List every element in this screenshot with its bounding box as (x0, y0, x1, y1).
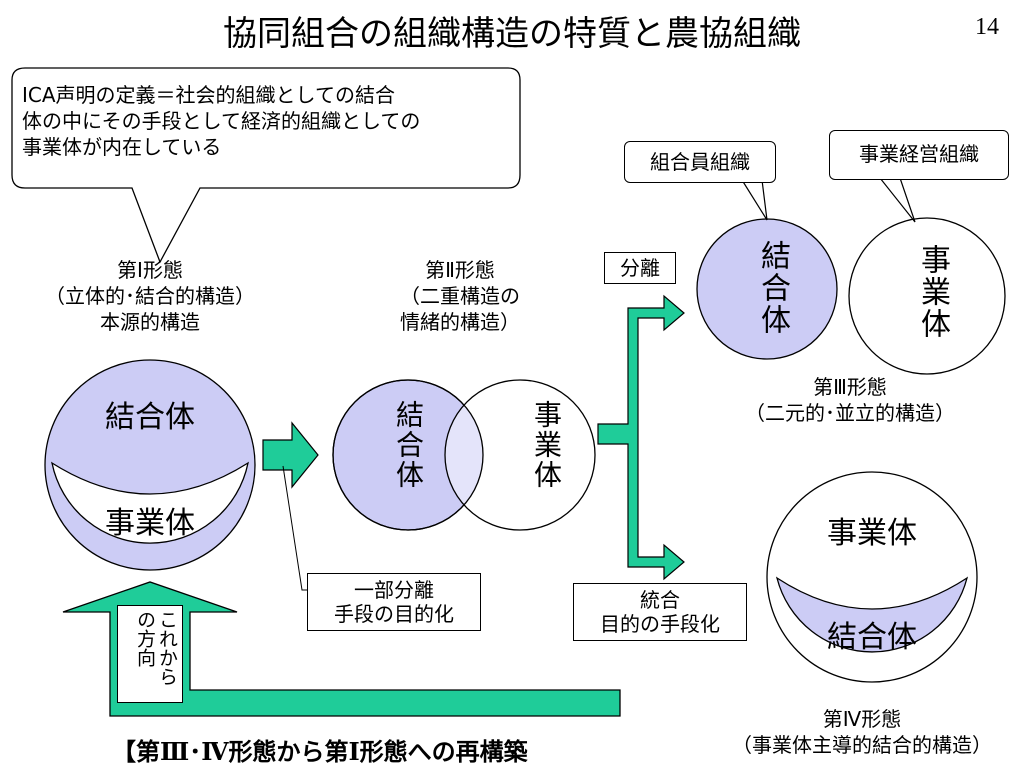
partial-separation-line2: 手段の目的化 (334, 602, 454, 626)
form4-heading: 第Ⅳ形態 （事業体主導的結合的構造） (700, 706, 1024, 758)
partial-separation-box: 一部分離 手段の目的化 (307, 573, 481, 631)
bottom-note: 【第Ⅲ･Ⅳ形態から第Ⅰ形態への再構築 (112, 737, 528, 766)
page-number: 14 (975, 14, 999, 40)
callout-line3: 事業体が内在している (22, 135, 222, 159)
form2-heading-line2: （二重構造の (400, 284, 520, 308)
callout-bubble (11, 67, 521, 264)
form4-heading-line2: （事業体主導的結合的構造） (732, 733, 992, 757)
form2-heading-line1: 第Ⅱ形態 (425, 258, 495, 282)
member-org-label: 組合員組織 (624, 141, 776, 183)
form3-heading: 第Ⅲ形態 （二元的･並立的構造） (720, 374, 980, 426)
form3-right-label: 事業体 (915, 244, 950, 340)
integration-line2: 目的の手段化 (600, 612, 720, 636)
form4-top-label: 事業体 (827, 516, 917, 551)
form4-heading-line1: 第Ⅳ形態 (822, 707, 902, 731)
integration-box: 統合 目的の手段化 (573, 583, 747, 641)
form1-business-crescent (51, 461, 249, 544)
branch-arrow-separation-integration (597, 294, 685, 581)
separation-label: 分離 (604, 252, 676, 284)
form4-union-crescent (775, 576, 969, 653)
leader-partial-separation (282, 465, 310, 591)
slide-title: 協同組合の組織構造の特質と農協組織 (223, 14, 801, 54)
arrow-form1-to-form2 (262, 421, 319, 489)
form2-right-circle-fill (445, 380, 595, 530)
form1-bottom-label: 事業体 (105, 506, 195, 541)
form1-heading-line3: 本源的構造 (100, 310, 200, 334)
form2-left-outline (332, 379, 484, 531)
form3-business-circle (848, 217, 1006, 375)
form1-top-label: 結合体 (105, 400, 195, 435)
member-org-pointer (741, 179, 768, 221)
form2-left-label: 結合体 (392, 400, 425, 490)
business-org-label: 事業経営組織 (829, 130, 1009, 180)
callout-line2: 体の中にその手段として経済的組織としての (22, 109, 421, 133)
form3-heading-line2: （二元的･並立的構造） (745, 401, 955, 425)
form2-right-outline (444, 379, 596, 531)
form1-heading: 第Ⅰ形態 （立体的･結合的構造） 本源的構造 (5, 257, 295, 335)
integration-line1: 統合 (640, 588, 680, 612)
future-direction-box: これからの方向 (117, 605, 183, 703)
partial-separation-line1: 一部分離 (354, 578, 434, 602)
callout-text: ICA声明の定義＝社会的組織としての結合 体の中にその手段として経済的組織として… (22, 82, 517, 160)
form2-heading: 第Ⅱ形態 （二重構造の 情緒的構造） (360, 257, 560, 335)
form4-bottom-label: 結合体 (827, 620, 917, 655)
form3-left-label: 結合体 (755, 240, 790, 336)
form3-heading-line1: 第Ⅲ形態 (813, 375, 887, 399)
form1-heading-line2: （立体的･結合的構造） (45, 284, 255, 308)
callout-line1: ICA声明の定義＝社会的組織としての結合 (22, 83, 395, 107)
form1-heading-line1: 第Ⅰ形態 (117, 258, 183, 282)
form2-heading-line3: 情緒的構造） (400, 310, 520, 334)
business-org-pointer (879, 177, 916, 223)
form2-right-label: 事業体 (530, 400, 563, 490)
future-direction-label: これからの方向 (134, 610, 178, 686)
